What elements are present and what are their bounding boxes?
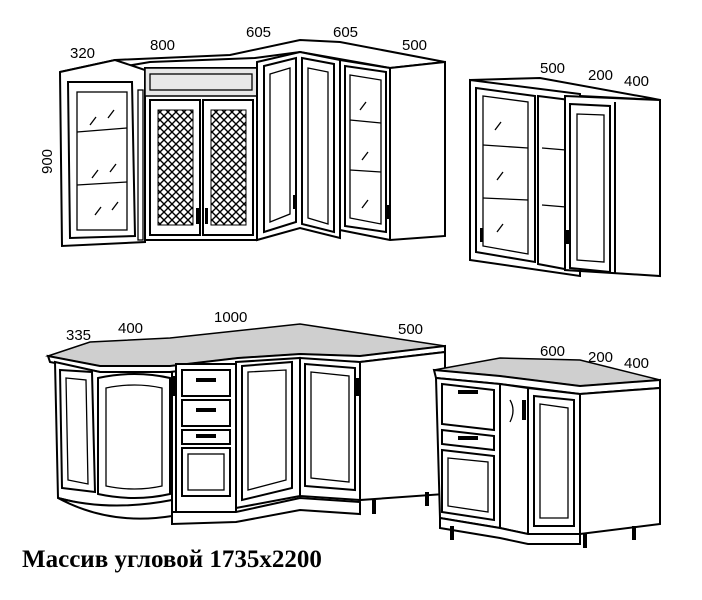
dim-lower-1000: 1000 <box>214 309 247 326</box>
dim-upper-605a: 605 <box>246 24 271 41</box>
dim-lower-500: 500 <box>398 321 423 338</box>
dim-upper-height-900: 900 <box>39 149 56 174</box>
dim-upper-500: 500 <box>402 37 427 54</box>
upper-glass-cabinet-500 <box>339 58 446 242</box>
upper-glass-corner-cabinet <box>58 58 146 248</box>
dim-lower-right-200: 200 <box>588 349 613 366</box>
dim-upper-800: 800 <box>150 37 175 54</box>
lower-right-cabinet-set <box>432 357 661 548</box>
dim-upper-320: 320 <box>70 45 95 62</box>
dim-lower-right-600: 600 <box>540 343 565 360</box>
upper-corner-cabinet-set <box>58 38 446 248</box>
dim-lower-400: 400 <box>118 320 143 337</box>
diagram-caption: Массив угловой 1735х2200 <box>22 546 322 573</box>
upper-right-cabinet-set <box>469 76 661 278</box>
dim-upper-right-400: 400 <box>624 73 649 90</box>
dim-upper-right-200: 200 <box>588 67 613 84</box>
upper-corner-panel-cabinet <box>256 50 341 242</box>
lower-corner-cabinet-set <box>45 323 446 526</box>
dim-upper-right-500: 500 <box>540 60 565 77</box>
dim-lower-335: 335 <box>66 327 91 344</box>
dim-upper-605b: 605 <box>333 24 358 41</box>
upper-lattice-cabinet <box>144 67 258 241</box>
dim-lower-right-400: 400 <box>624 355 649 372</box>
